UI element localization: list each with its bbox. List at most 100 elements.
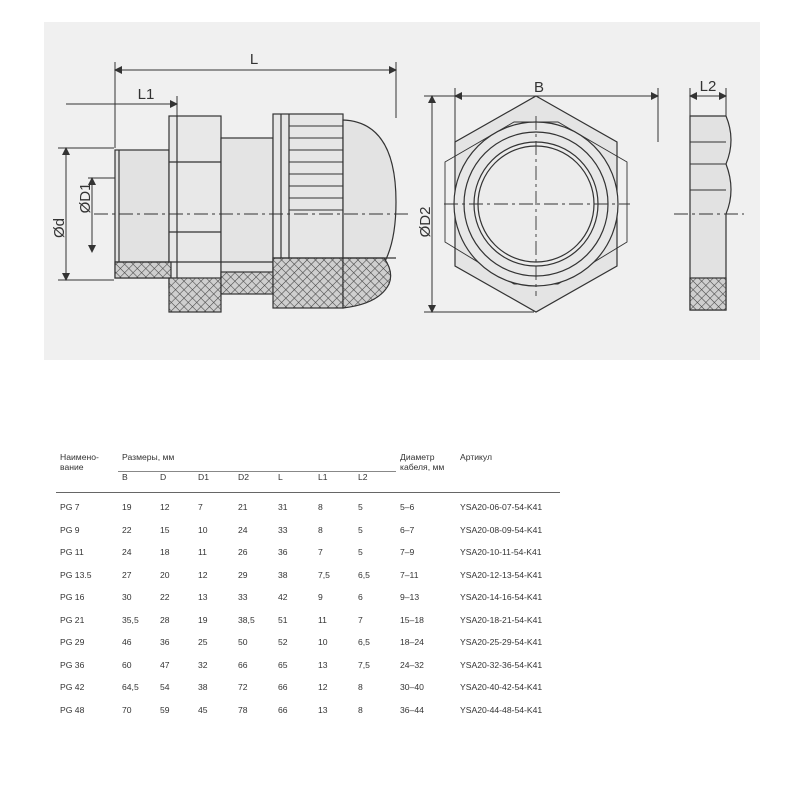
- dim-d: [58, 147, 114, 281]
- cell-L2: 6: [358, 592, 363, 603]
- cell-L2: 6,5: [358, 637, 370, 648]
- cell-article: YSA20-40-42-54-K41: [460, 682, 543, 693]
- table-subheader-row: B D D1 D2 L L1 L2: [56, 471, 560, 493]
- cell-D2: 66: [238, 659, 248, 670]
- cell-L2: 6,5: [358, 569, 370, 580]
- cell-L1: 8: [318, 524, 323, 535]
- cell-L2: 7: [358, 614, 363, 625]
- cell-L: 65: [278, 659, 288, 670]
- cell-D: 36: [160, 637, 170, 648]
- cell-D2: 38,5: [238, 614, 255, 625]
- cell-D2: 24: [238, 524, 248, 535]
- cell-L1: 13: [318, 704, 328, 715]
- header-col-D1: D1: [194, 471, 234, 493]
- cell-D1: 10: [198, 524, 208, 535]
- label-L1: L1: [138, 86, 155, 103]
- cell-L2: 5: [358, 524, 363, 535]
- cell-cable-diameter: 36–44: [400, 704, 424, 715]
- cell-B: 35,5: [122, 614, 139, 625]
- header-col-D2: D2: [234, 471, 274, 493]
- nut-profile: [674, 115, 744, 311]
- cell-L1: 9: [318, 592, 323, 603]
- cell-L2: 5: [358, 502, 363, 513]
- dim-D2: [424, 95, 534, 313]
- header-col-B: B: [118, 471, 156, 493]
- cell-name: PG 16: [60, 592, 85, 603]
- cell-B: 64,5: [122, 682, 139, 693]
- cell-D: 18: [160, 547, 170, 558]
- cell-D: 28: [160, 614, 170, 625]
- cell-L1: 12: [318, 682, 328, 693]
- cell-D1: 38: [198, 682, 208, 693]
- cell-L2: 8: [358, 682, 363, 693]
- cell-D: 15: [160, 524, 170, 535]
- cell-L1: 10: [318, 637, 328, 648]
- header-sizes: Размеры, мм: [122, 452, 175, 462]
- cell-L: 33: [278, 524, 288, 535]
- cell-article: YSA20-10-11-54-K41: [460, 547, 542, 558]
- body-middle: [220, 137, 274, 287]
- cell-article: YSA20-12-13-54-K41: [460, 569, 543, 580]
- cell-D: 20: [160, 569, 170, 580]
- header-name: Наимено- вание: [56, 452, 118, 493]
- label-D1: ØD1: [77, 183, 94, 214]
- header-cable-diameter: Диаметр кабеля, мм: [396, 452, 456, 493]
- header-col-L2: L2: [354, 471, 396, 493]
- cell-L1: 8: [318, 502, 323, 513]
- cell-article: YSA20-14-16-54-K41: [460, 592, 543, 603]
- cell-L1: 13: [318, 659, 328, 670]
- cell-article: YSA20-08-09-54-K41: [460, 524, 543, 535]
- label-B: B: [534, 79, 544, 96]
- table-header-row: Наимено- вание Размеры, мм Диаметр кабел…: [56, 452, 560, 493]
- dim-D1: [88, 177, 115, 253]
- cell-cable-diameter: 9–13: [400, 592, 420, 603]
- cell-L2: 8: [358, 704, 363, 715]
- cell-D2: 26: [238, 547, 248, 558]
- cell-L: 36: [278, 547, 288, 558]
- spec-table: Наимено- вание Размеры, мм Диаметр кабел…: [56, 452, 560, 721]
- cell-name: PG 9: [60, 524, 80, 535]
- cell-name: PG 36: [60, 659, 85, 670]
- cell-B: 30: [122, 592, 132, 603]
- cell-L2: 7,5: [358, 659, 370, 670]
- cell-name: PG 48: [60, 704, 85, 715]
- label-D2: ØD2: [417, 207, 434, 238]
- cell-L1: 11: [318, 614, 327, 625]
- cell-L1: 7: [318, 547, 323, 558]
- cell-L: 66: [278, 704, 288, 715]
- cell-B: 22: [122, 524, 132, 535]
- cell-cable-diameter: 7–11: [400, 569, 419, 580]
- technical-drawing: L L1 Ød ØD1: [44, 22, 760, 360]
- dim-L2: [689, 88, 727, 116]
- cell-cable-diameter: 5–6: [400, 502, 415, 513]
- cell-name: PG 11: [60, 547, 84, 558]
- cell-D2: 50: [238, 637, 248, 648]
- dim-L1: [66, 96, 178, 148]
- cell-D1: 45: [198, 704, 208, 715]
- cell-D1: 32: [198, 659, 208, 670]
- cell-cable-diameter: 15–18: [400, 614, 424, 625]
- gland-front-view: [444, 95, 630, 313]
- cell-L: 38: [278, 569, 288, 580]
- cell-B: 27: [122, 569, 132, 580]
- cell-name: PG 29: [60, 637, 85, 648]
- cell-article: YSA20-06-07-54-K41: [460, 502, 543, 513]
- cell-D2: 21: [238, 502, 248, 513]
- cell-L: 51: [278, 614, 288, 625]
- cell-L: 42: [278, 592, 288, 603]
- cell-D: 22: [160, 592, 170, 603]
- header-article: Артикул: [456, 452, 560, 493]
- cell-D: 59: [160, 704, 170, 715]
- technical-drawing-svg: L L1 Ød ØD1: [51, 51, 744, 313]
- hex-nut: [168, 115, 222, 289]
